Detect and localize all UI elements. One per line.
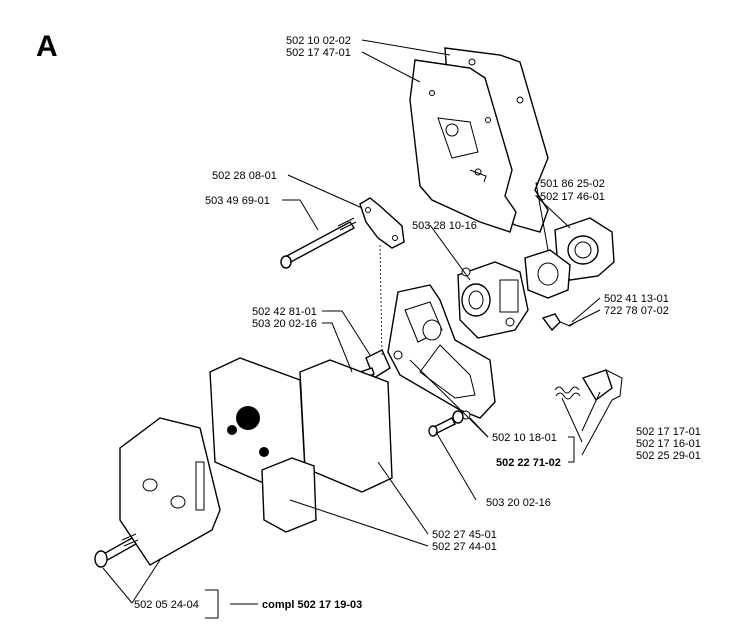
- label-503-20-02-16-a: 503 20 02-16: [252, 318, 317, 330]
- foam-filter-block-part: [261, 359, 393, 533]
- bracket-part: [359, 197, 405, 249]
- label-502-17-16-01: 502 17 16-01: [636, 438, 701, 450]
- carburetor-part: [457, 261, 529, 339]
- label-502-27-44-01: 502 27 44-01: [432, 541, 497, 553]
- cover-bolt-part: [94, 533, 139, 568]
- label-722-78-07-02: 722 78 07-02: [604, 305, 669, 317]
- screw-lower-part: [428, 410, 464, 437]
- label-502-05-24-04: 502 05 24-04: [134, 599, 199, 611]
- label-502-27-45-01: 502 27 45-01: [432, 529, 497, 541]
- part-labels: 502 10 02-02 502 17 47-01 502 28 08-01 5…: [134, 35, 701, 611]
- label-502-25-29-01: 502 25 29-01: [636, 450, 701, 462]
- long-bolt-part: [280, 217, 357, 269]
- label-502-10-18-01: 502 10 18-01: [492, 432, 557, 444]
- foam-filter-rear-part: [209, 357, 306, 489]
- label-502-17-46-01: 502 17 46-01: [540, 191, 605, 203]
- carb-housing-part: [387, 284, 496, 420]
- gasket-part: [524, 249, 571, 299]
- leader-lines: [102, 39, 613, 619]
- label-503-49-69-01: 503 49 69-01: [205, 195, 270, 207]
- label-502-42-81-01: 502 42 81-01: [252, 306, 317, 318]
- clip-part: [541, 313, 577, 332]
- label-502-28-08-01: 502 28 08-01: [212, 170, 277, 182]
- label-503-28-10-16: 503 28 10-16: [412, 220, 477, 232]
- label-501-86-25-02: 501 86 25-02: [540, 178, 605, 190]
- label-502-17-47-01: 502 17 47-01: [286, 47, 351, 59]
- air-filter-cover-part: [119, 417, 221, 566]
- label-502-17-17-01: 502 17 17-01: [636, 426, 701, 438]
- spring-lever-parts: [554, 369, 623, 402]
- label-compl-502-17-19-03: compl 502 17 19-03: [262, 599, 362, 611]
- label-503-20-02-16-b: 503 20 02-16: [486, 497, 551, 509]
- heat-shield-plates: [409, 47, 549, 233]
- assembly-line: [379, 244, 383, 356]
- label-502-41-13-01: 502 41 13-01: [604, 293, 669, 305]
- label-502-10-02-02: 502 10 02-02: [286, 35, 351, 47]
- label-502-22-71-02: 502 22 71-02: [496, 457, 561, 469]
- section-letter: A: [36, 30, 58, 63]
